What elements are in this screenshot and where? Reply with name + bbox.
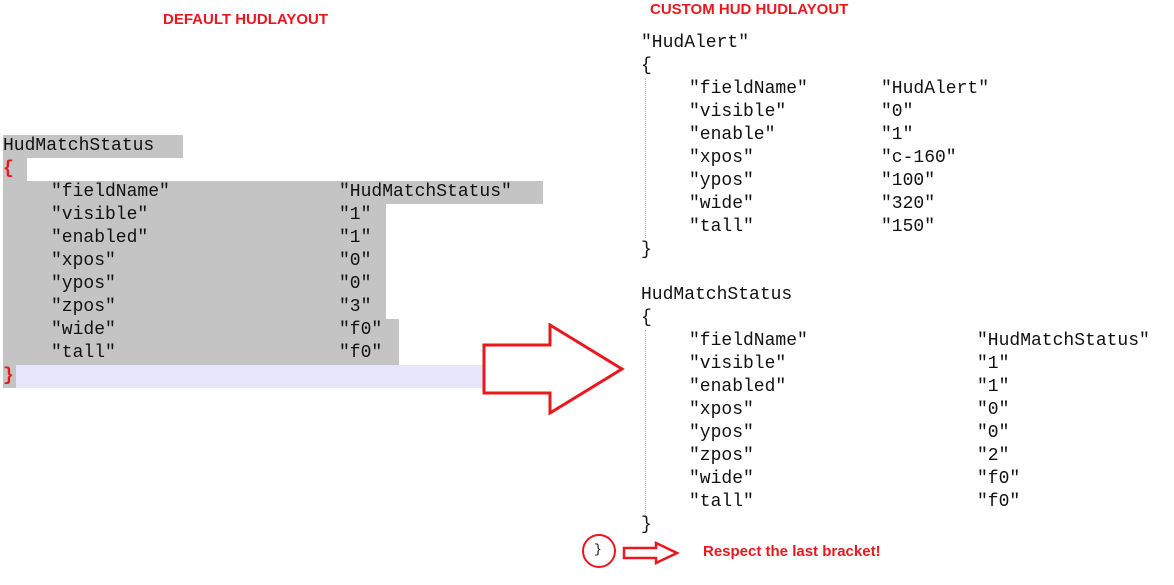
row-key: "xpos" (689, 148, 754, 168)
row-value: "0" (977, 400, 1010, 420)
row-key: "wide" (689, 194, 754, 214)
row-key: "fieldName" (51, 182, 170, 202)
highlight-circle (582, 534, 616, 568)
row-key: "ypos" (51, 274, 116, 294)
row-value: "1" (977, 354, 1010, 374)
row-value: "0" (881, 102, 914, 122)
block2-open-brace: { (641, 308, 652, 328)
current-line-highlight (15, 365, 485, 388)
block-name: HudMatchStatus (3, 136, 155, 156)
row-key: "tall" (689, 217, 754, 237)
row-value: "2" (977, 446, 1010, 466)
row-key: "tall" (51, 343, 116, 363)
row-key: "enable" (689, 125, 776, 145)
annotation-note: Respect the last bracket! (703, 543, 881, 560)
block2-close-brace: } (641, 515, 652, 535)
block2-name: HudMatchStatus (641, 285, 793, 305)
row-key: "visible" (51, 205, 149, 225)
indent-guide-2 (645, 330, 646, 518)
default-hudlayout-heading: DEFAULT HUDLAYOUT (163, 11, 328, 28)
row-value: "150" (881, 217, 936, 237)
block1-name: "HudAlert" (641, 33, 750, 53)
row-key: "wide" (689, 469, 754, 489)
selection-highlight-rows-f0 (3, 319, 399, 365)
row-value: "1" (881, 125, 914, 145)
selection-highlight-brace (3, 158, 27, 181)
row-key: "xpos" (689, 400, 754, 420)
small-right-arrow-icon (622, 541, 680, 565)
right-arrow-icon (482, 323, 625, 415)
row-key: "wide" (51, 320, 116, 340)
open-brace: { (3, 159, 14, 179)
row-key: "ypos" (689, 171, 754, 191)
default-code-block: HudMatchStatus { "fieldName" "HudMatchSta… (3, 135, 512, 386)
row-value: "f0" (977, 492, 1021, 512)
block1-open-brace: { (641, 56, 652, 76)
row-key: "visible" (689, 354, 787, 374)
row-value: "0" (977, 423, 1010, 443)
row-value: "1" (977, 377, 1010, 397)
row-key: "enabled" (689, 377, 787, 397)
close-brace: } (3, 366, 14, 386)
row-value: "HudAlert" (881, 79, 990, 99)
custom-code-block: "HudAlert" { "fieldName" "HudAlert" "visib… (641, 32, 1150, 535)
row-value: "1" (339, 205, 372, 225)
row-value: "f0" (339, 343, 383, 363)
row-value: "3" (339, 297, 372, 317)
selection-highlight-title (3, 135, 183, 158)
row-value: "c-160" (881, 148, 957, 168)
row-value: "1" (339, 228, 372, 248)
row-value: "320" (881, 194, 936, 214)
row-value: "HudMatchStatus" (977, 331, 1150, 351)
row-value: "0" (339, 274, 372, 294)
row-value: "f0" (977, 469, 1021, 489)
row-value: "HudMatchStatus" (339, 182, 512, 202)
row-key: "ypos" (689, 423, 754, 443)
row-key: "xpos" (51, 251, 116, 271)
row-value: "f0" (339, 320, 383, 340)
row-value: "0" (339, 251, 372, 271)
row-key: "fieldName" (689, 331, 808, 351)
row-key: "zpos" (51, 297, 116, 317)
last-bracket: } (594, 542, 602, 557)
selection-highlight-close (3, 365, 16, 388)
row-key: "zpos" (689, 446, 754, 466)
row-key: "enabled" (51, 228, 149, 248)
selection-highlight-row-0 (3, 181, 543, 204)
custom-hud-hudlayout-heading: CUSTOM HUD HUDLAYOUT (650, 1, 849, 18)
row-key: "visible" (689, 102, 787, 122)
indent-guide-1 (645, 78, 646, 238)
row-key: "tall" (689, 492, 754, 512)
row-value: "100" (881, 171, 936, 191)
block1-close-brace: } (641, 240, 652, 260)
row-key: "fieldName" (689, 79, 808, 99)
selection-highlight-rows (3, 204, 386, 319)
